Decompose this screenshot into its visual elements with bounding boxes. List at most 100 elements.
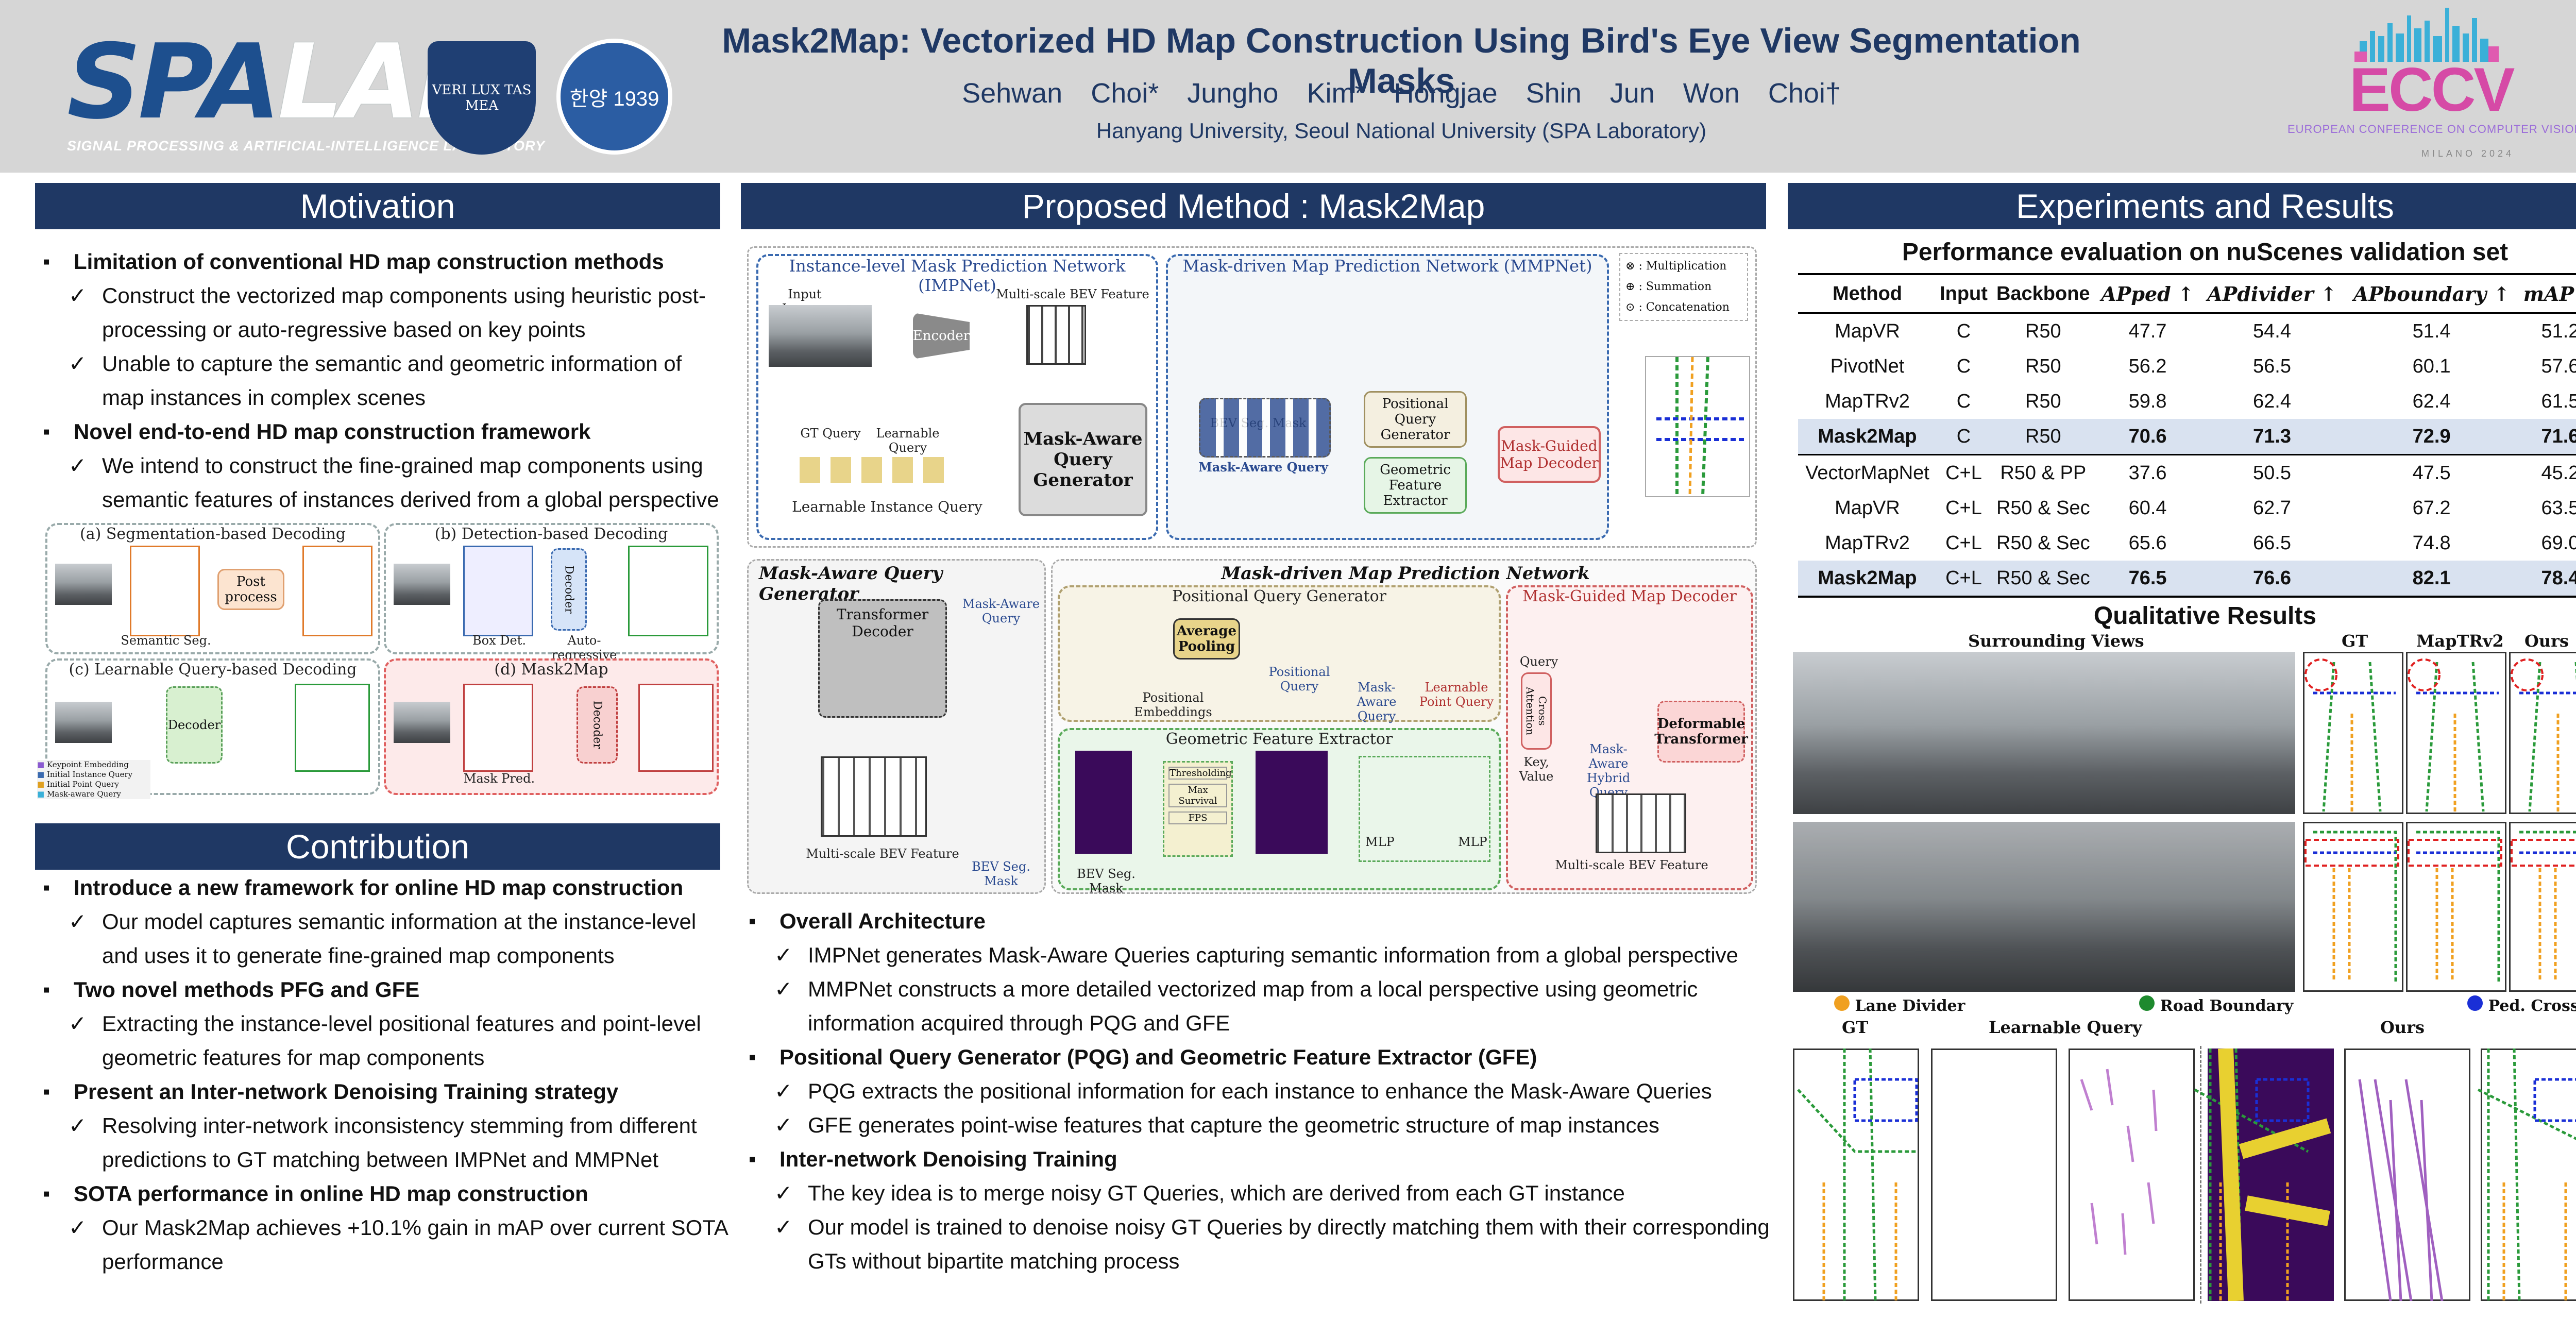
post-process-label: Post process	[225, 574, 277, 605]
bottom-map-learnable-pred	[2069, 1049, 2195, 1301]
panel-c-title: (c) Learnable Query-based Decoding	[69, 661, 357, 679]
pqg-detail-panel: Positional Query Generator Average Pooli…	[1058, 585, 1501, 723]
surrounding-views-scene1	[1793, 652, 2295, 814]
avg-pooling-label: Average Pooling	[1176, 623, 1237, 654]
table-cell: 60.4	[2128, 497, 2167, 519]
gfe-box: Geometric Feature Extractor	[1364, 457, 1467, 514]
mlp-label-1: MLP	[1365, 835, 1395, 849]
threshold-steps: Thresholding Max Survival FPS	[1163, 761, 1233, 857]
bottom-ours-label: Ours	[2380, 1018, 2425, 1037]
ms-bev-label: Multi-scale BEV Feature	[996, 287, 1149, 301]
avg-pooling-box: Average Pooling	[1173, 618, 1240, 660]
qual-map-gt-1	[2303, 652, 2403, 814]
eccv-city: MILANO 2024	[2421, 148, 2515, 159]
gfe-label: Geometric Feature Extractor	[1380, 462, 1451, 509]
table-cell: 47.5	[2344, 454, 2519, 491]
table-header: APboundary ↑	[2344, 273, 2519, 314]
qual-map-ours-2	[2509, 822, 2576, 992]
op-sum-label: : Summation	[1638, 280, 1712, 293]
legend-item: ■ Initial Point Query	[37, 780, 119, 789]
table-cell: C+L	[1945, 532, 1982, 554]
seal2-text: 한양 1939	[569, 87, 659, 110]
table-cell: 71.3	[2199, 419, 2345, 455]
qual-map-gt-2	[2303, 822, 2403, 992]
sampled-points-image	[1256, 751, 1328, 854]
legend-ped-crossing: Ped. Crossing	[2467, 995, 2576, 1015]
legend-item: ■ Keypoint Embedding	[37, 760, 129, 769]
road-boundary-dot-icon	[2139, 995, 2155, 1011]
pos-query-label: Positional Query	[1268, 665, 1330, 694]
table-cell: 45.2	[2518, 454, 2576, 491]
table-cell: 54.4	[2253, 320, 2291, 342]
table-cell: R50 & Sec	[1991, 561, 2096, 598]
qual-maptrv2-label: MapTRv2	[2416, 631, 2504, 651]
deformable-transformer-box: Deformable Transformer	[1654, 701, 1748, 763]
learnable-instance-query-label: Learnable Instance Query	[792, 498, 982, 515]
method-subbullet: MMPNet constructs a more detailed vector…	[741, 972, 1771, 1040]
eccv-logo: ECCV	[2349, 55, 2515, 124]
transformer-decoder-box: Transformer Decoder	[818, 599, 947, 718]
pos-embed-label: Positional Embeddings	[1134, 690, 1212, 719]
contribution-subbullet: Extracting the instance-level positional…	[35, 1007, 736, 1075]
transformer-decoder-label: Transformer Decoder	[836, 606, 929, 640]
qual-legend: Lane Divider Road Boundary Ped. Crossing	[1834, 995, 2576, 1015]
table-cell: C	[1936, 419, 1991, 455]
contribution-subbullet: Our model captures semantic information …	[35, 905, 736, 973]
bottom-map-ours	[2481, 1049, 2576, 1301]
table-cell: 62.4	[2412, 390, 2451, 412]
table-cell: 62.4	[2253, 390, 2291, 412]
query-cubes	[800, 457, 954, 483]
contribution-bullet: Introduce a new framework for online HD …	[35, 871, 736, 905]
contribution-heading: Contribution	[35, 823, 720, 870]
decoder-label: Decoder	[590, 701, 604, 749]
table-cell: C+L	[1945, 497, 1982, 519]
method-subbullet: IMPNet generates Mask-Aware Queries capt…	[741, 938, 1771, 972]
table-cell: C	[1956, 320, 1971, 342]
legend-label: Initial Instance Query	[46, 770, 133, 779]
performance-table: Method Input Backbone APped ↑ APdivider …	[1798, 273, 2576, 598]
table-cell: 78.4	[2518, 561, 2576, 598]
legend-label: Mask-aware Query	[46, 789, 121, 799]
fps-step: FPS	[1168, 811, 1227, 824]
detail-maq-label: Mask-Aware Query	[962, 597, 1040, 625]
mlp-label-2: MLP	[1458, 835, 1487, 849]
table-cell: PivotNet	[1830, 355, 1905, 377]
eccv-subtitle: EUROPEAN CONFERENCE ON COMPUTER VISION	[2287, 123, 2576, 136]
cross-attention-box: Cross Attention	[1521, 672, 1552, 750]
method-bullets: Overall Architecture IMPNet generates Ma…	[741, 904, 1771, 1278]
auto-regressive-label: Auto-regressive	[551, 633, 617, 662]
impnet-title: Instance-level Mask Prediction Network (…	[789, 256, 1126, 295]
table-cell: 57.6	[2541, 355, 2576, 377]
table-cell: R50 & Sec	[1996, 532, 2090, 554]
hybrid-query-label: Mask-Aware Hybrid Query	[1586, 742, 1631, 800]
panel-mask2map: (d) Mask2Map Decoder Mask Pred.	[384, 658, 719, 795]
table-cell: 76.6	[2199, 561, 2345, 598]
mmpnet-title: Mask-driven Map Prediction Network (MMPN…	[1182, 256, 1592, 276]
logo-spa-text: SPA	[67, 22, 281, 142]
poster-title: Mask2Map: Vectorized HD Map Construction…	[722, 21, 2081, 100]
method-subbullet: The key idea is to merge noisy GT Querie…	[741, 1176, 1771, 1210]
qual-map-maptrv2-1	[2406, 652, 2506, 814]
motivation-bullets: Limitation of conventional HD map constr…	[35, 245, 720, 517]
mgmd-box: Mask-Guided Map Decoder	[1498, 426, 1601, 483]
bev-feature-cube	[1026, 305, 1086, 365]
deformable-transformer-label: Deformable Transformer	[1654, 716, 1748, 747]
mask-aware-query-label: Mask-Aware Query	[1198, 460, 1328, 475]
table-cell: 63.5	[2541, 497, 2576, 519]
bottom-map-learnable-query	[1931, 1049, 2057, 1301]
contribution-bullets: Introduce a new framework for online HD …	[35, 871, 736, 1279]
table-cell: 82.1	[2344, 561, 2519, 598]
gt-query-label: GT Query	[800, 426, 861, 441]
encoder-label: Encoder	[912, 328, 970, 344]
table-cell: R50	[2025, 355, 2061, 377]
vector-map-output	[302, 546, 372, 636]
table-cell: MapTRv2	[1825, 532, 1910, 554]
detail-ms-bev-label: Multi-scale BEV Feature	[806, 847, 959, 861]
table-cell: 70.6	[2095, 419, 2200, 455]
motivation-bullet: Limitation of conventional HD map constr…	[35, 245, 720, 279]
gfe-detail-panel: Geometric Feature Extractor BEV Seg. Mas…	[1058, 728, 1501, 895]
